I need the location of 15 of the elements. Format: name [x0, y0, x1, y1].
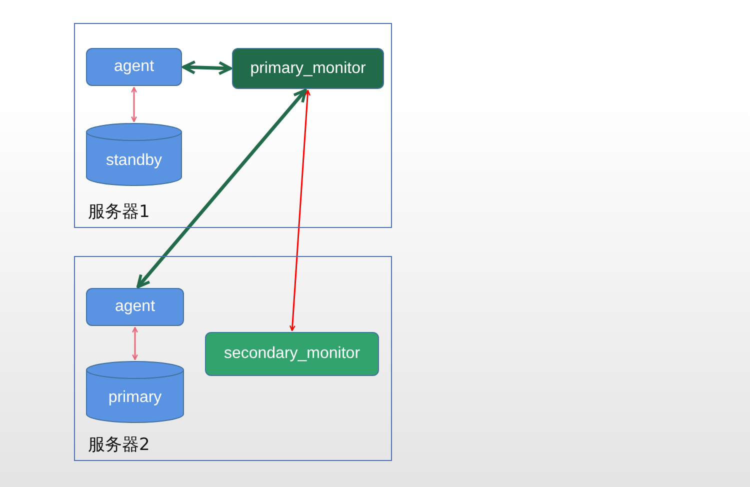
arrow	[136, 88, 307, 288]
rounded-box: secondary_monitor	[205, 332, 379, 376]
arrow	[132, 326, 138, 360]
rounded-box: agent	[86, 288, 184, 326]
server-box	[74, 23, 392, 228]
arrow	[131, 86, 137, 122]
server-label: 服务器1	[88, 201, 150, 223]
cylinder-label: standby	[104, 152, 164, 170]
arrow	[289, 90, 311, 332]
server-label: 服务器2	[88, 434, 150, 456]
server-box	[74, 256, 392, 461]
rounded-box: primary_monitor	[232, 48, 384, 89]
arrow	[182, 60, 232, 76]
cylinder-label: primary	[107, 389, 163, 408]
rounded-box: agent	[86, 48, 182, 86]
